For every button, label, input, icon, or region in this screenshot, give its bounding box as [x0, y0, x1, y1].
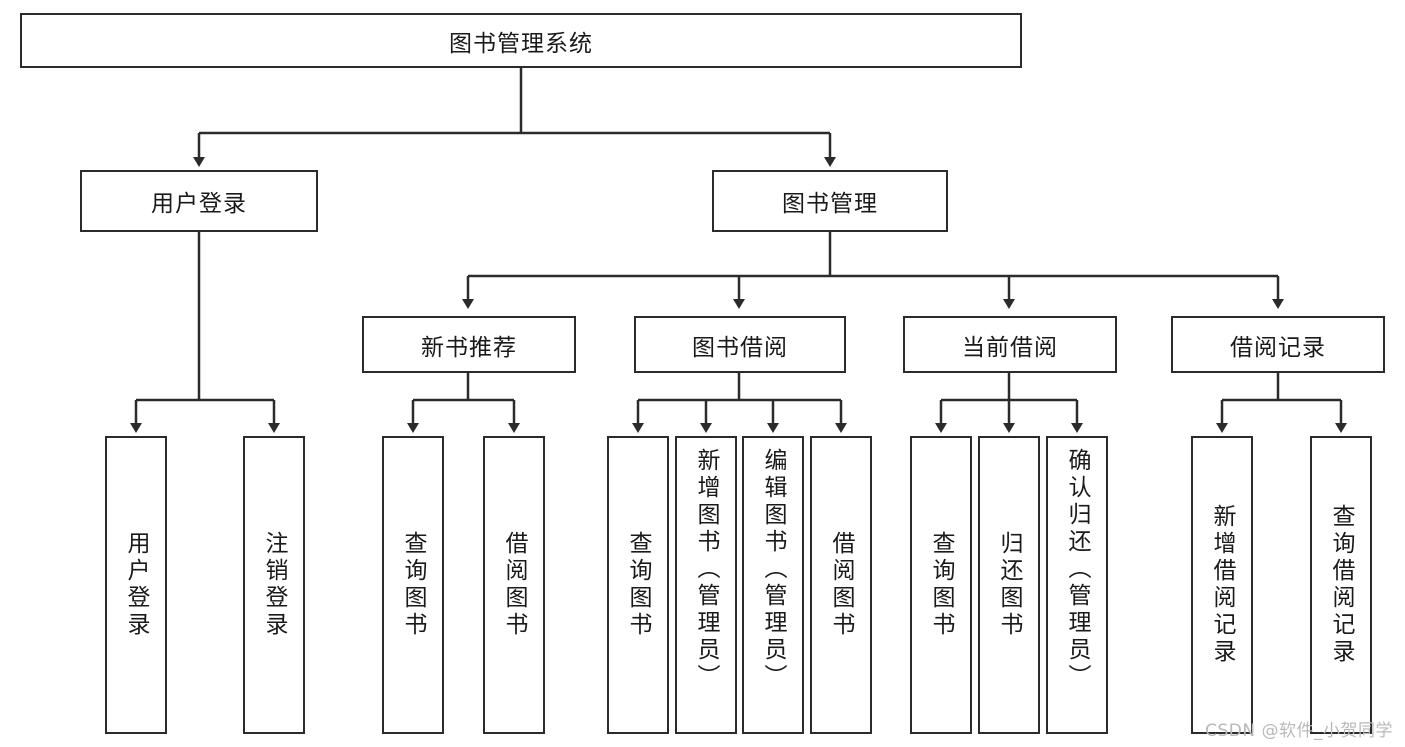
node-current-borrow[interactable]: 当前借阅 [903, 316, 1117, 373]
leaf-borrow-book-2-label: 借阅图书 [828, 531, 854, 639]
leaf-edit-book-label: 编辑图书（管理员） [760, 448, 786, 691]
node-book-management-label: 图书管理 [782, 191, 878, 217]
leaf-query-book-1-label: 查询图书 [400, 531, 426, 639]
leaf-query-book-2-label: 查询图书 [625, 531, 651, 639]
node-root[interactable]: 图书管理系统 [20, 13, 1022, 68]
leaf-edit-book[interactable]: 编辑图书（管理员） [742, 436, 804, 734]
csdn-watermark: CSDN @软件_小贺同学 [1205, 721, 1393, 741]
node-borrow-record[interactable]: 借阅记录 [1171, 316, 1385, 373]
node-user-login-label: 用户登录 [151, 191, 247, 217]
leaf-borrow-book-1[interactable]: 借阅图书 [483, 436, 545, 734]
node-book-borrow[interactable]: 图书借阅 [634, 316, 846, 373]
leaf-user-login[interactable]: 用户登录 [105, 436, 167, 734]
node-borrow-record-label: 借阅记录 [1230, 334, 1326, 361]
node-user-login[interactable]: 用户登录 [80, 170, 318, 232]
leaf-query-book-3-label: 查询图书 [928, 531, 954, 639]
leaf-query-record-label: 查询借阅记录 [1328, 504, 1354, 666]
leaf-query-book-2[interactable]: 查询图书 [607, 436, 669, 734]
node-current-borrow-label: 当前借阅 [962, 334, 1058, 361]
node-new-book-recommend-label: 新书推荐 [421, 334, 517, 361]
leaf-query-book-1[interactable]: 查询图书 [382, 436, 444, 734]
leaf-return-book-label: 归还图书 [996, 531, 1022, 639]
leaf-add-book[interactable]: 新增图书（管理员） [675, 436, 737, 734]
leaf-user-login-label: 用户登录 [123, 531, 149, 639]
leaf-return-book[interactable]: 归还图书 [978, 436, 1040, 734]
leaf-confirm-return[interactable]: 确认归还（管理员） [1046, 436, 1108, 734]
leaf-borrow-book-1-label: 借阅图书 [501, 531, 527, 639]
leaf-query-book-3[interactable]: 查询图书 [910, 436, 972, 734]
node-new-book-recommend[interactable]: 新书推荐 [362, 316, 576, 373]
node-book-management[interactable]: 图书管理 [712, 170, 948, 232]
leaf-add-record[interactable]: 新增借阅记录 [1191, 436, 1253, 734]
node-root-label: 图书管理系统 [449, 30, 593, 57]
leaf-query-record[interactable]: 查询借阅记录 [1310, 436, 1372, 734]
leaf-logout-login[interactable]: 注销登录 [243, 436, 305, 734]
leaf-logout-login-label: 注销登录 [261, 531, 287, 639]
leaf-confirm-return-label: 确认归还（管理员） [1064, 448, 1090, 691]
leaf-borrow-book-2[interactable]: 借阅图书 [810, 436, 872, 734]
node-book-borrow-label: 图书借阅 [692, 334, 788, 361]
leaf-add-record-label: 新增借阅记录 [1209, 504, 1235, 666]
leaf-add-book-label: 新增图书（管理员） [693, 448, 719, 691]
